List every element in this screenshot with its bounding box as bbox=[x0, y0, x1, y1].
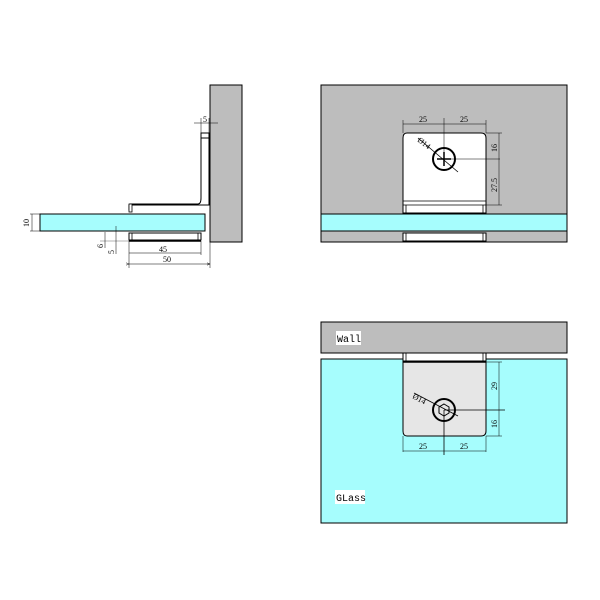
dim-hole-bottom: 27.5 bbox=[490, 178, 499, 192]
dim-clamp-inner: 45 bbox=[159, 245, 167, 254]
dim-half-left: 25 bbox=[419, 115, 427, 124]
dim-clamp-outer: 50 bbox=[163, 255, 171, 264]
glass-front bbox=[320, 213, 568, 232]
dim-wall-gap: 5 bbox=[203, 115, 207, 124]
wall-top bbox=[320, 321, 568, 354]
dim-gasket-a: 6 bbox=[96, 244, 105, 248]
label-wall: Wall bbox=[337, 334, 361, 346]
bracket bbox=[128, 132, 210, 211]
dim-hole-top-offset: 29 bbox=[490, 382, 499, 390]
dim-hole-bottom-offset: 16 bbox=[490, 420, 499, 428]
dim-hole-top: 16 bbox=[490, 144, 499, 152]
dim-half-right-top: 25 bbox=[460, 442, 468, 451]
glass bbox=[39, 213, 206, 232]
lower-plate bbox=[128, 232, 202, 241]
dim-gasket-b: 5 bbox=[107, 250, 116, 254]
clamp-body-front bbox=[402, 132, 487, 214]
wall bbox=[209, 84, 243, 243]
dim-half-left-top: 25 bbox=[419, 442, 427, 451]
side-view: 5 10 6 5 45 50 bbox=[22, 84, 243, 268]
front-view: Ø14 25 25 16 27.5 bbox=[320, 84, 568, 243]
dim-half-right: 25 bbox=[460, 115, 468, 124]
label-glass: GLass bbox=[336, 494, 366, 505]
top-view: Ø14 25 25 29 16 Wall GLass bbox=[320, 321, 568, 524]
dim-glass-thickness: 10 bbox=[22, 219, 31, 227]
